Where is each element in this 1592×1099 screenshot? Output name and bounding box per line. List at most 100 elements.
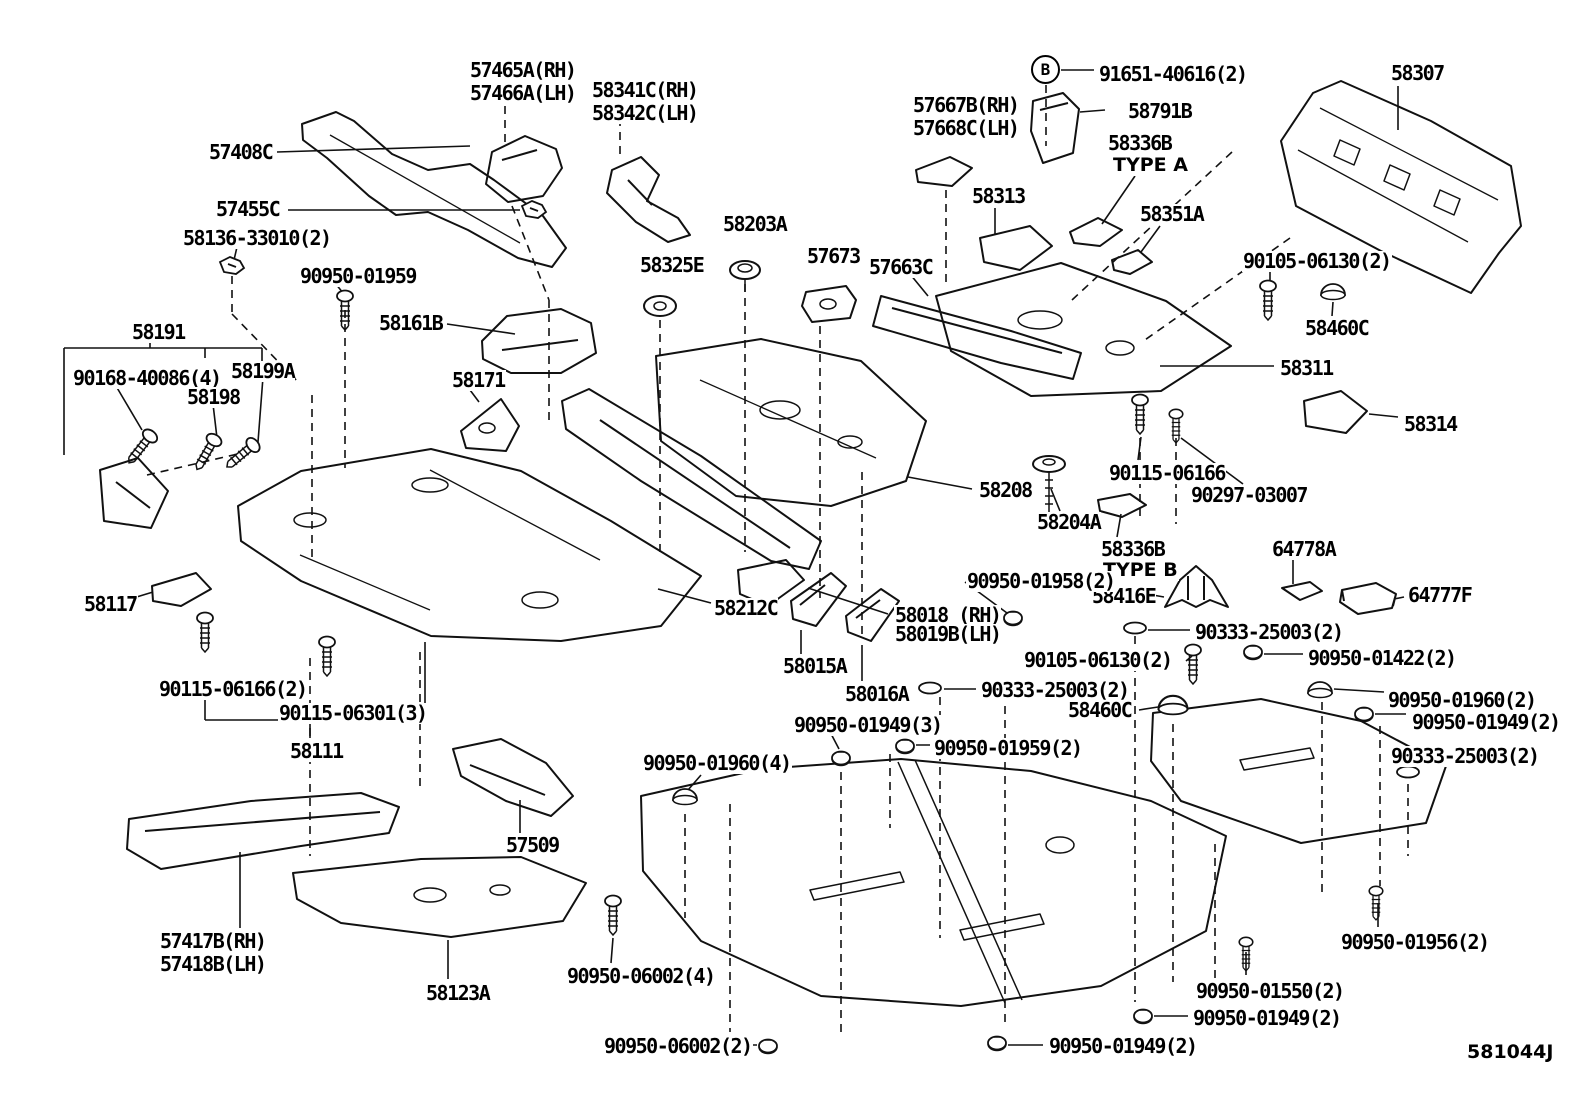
part-label-90950-01949-r: 90950-01949(2) xyxy=(1411,710,1561,734)
stud-icon xyxy=(1168,408,1184,444)
part-label-57509: 57509 xyxy=(505,833,560,857)
part-label-90168-40086: 90168-40086(4) xyxy=(72,366,222,390)
nut-icon xyxy=(987,1035,1007,1052)
part-label-64777f: 64777F xyxy=(1407,583,1473,607)
screw-icon xyxy=(604,894,622,936)
part-label-figure-code: 581044J xyxy=(1466,1041,1555,1063)
screw-icon xyxy=(196,611,214,653)
part-label-58199a: 58199A xyxy=(230,359,296,383)
part-label-90115-06166-2: 90115-06166(2) xyxy=(158,677,308,701)
part-label-90950-01959: 90950-01959 xyxy=(299,264,417,288)
part-label-58460c-bot: 58460C xyxy=(1067,698,1133,722)
part-label-90333-25003-left: 90333-25003(2) xyxy=(980,678,1130,702)
part-label-58460c-top: 58460C xyxy=(1304,316,1370,340)
part-label-58307: 58307 xyxy=(1390,61,1445,85)
bolt-icon xyxy=(220,434,264,474)
part-label-58314: 58314 xyxy=(1403,412,1458,436)
part-label-90950-01960-2: 90950-01960(2) xyxy=(1387,688,1537,712)
part-label-58191: 58191 xyxy=(131,320,186,344)
part-label-58313: 58313 xyxy=(971,184,1026,208)
part-label-57408c: 57408C xyxy=(208,140,274,164)
part-label-57417b: 57417B(RH) xyxy=(159,929,267,953)
part-label-type-a: TYPE A xyxy=(1112,154,1189,176)
part-label-58336b-a: 58336B xyxy=(1107,131,1173,155)
part-label-58208: 58208 xyxy=(978,478,1033,502)
part-label-57465a: 57465A(RH) xyxy=(469,58,577,82)
grommet-icon xyxy=(1320,283,1346,301)
washer-icon xyxy=(1396,765,1420,779)
part-label-90950-01959-2: 90950-01959(2) xyxy=(933,736,1083,760)
part-label-90950-06002-4: 90950-06002(4) xyxy=(566,964,716,988)
part-label-58791b: 58791B xyxy=(1127,99,1193,123)
part-label-90333-25003-top: 90333-25003(2) xyxy=(1194,620,1344,644)
part-label-57667b: 57667B(RH) xyxy=(912,93,1020,117)
nut-icon xyxy=(1243,644,1263,661)
bolt-icon xyxy=(1184,643,1202,685)
plug-icon xyxy=(1307,681,1333,699)
clip-icon xyxy=(521,200,547,219)
dashed-lines xyxy=(146,85,1409,1032)
part-label-90950-01949-mid: 90950-01949(2) xyxy=(1192,1006,1342,1030)
part-label-90950-06002-2: 90950-06002(2) xyxy=(603,1034,753,1058)
part-label-57455c: 57455C xyxy=(215,197,281,221)
part-label-91651-40616: 91651-40616(2) xyxy=(1098,62,1248,86)
bolt-icon xyxy=(189,430,225,475)
bolt-icon xyxy=(1259,279,1277,321)
part-label-90950-01958: 90950-01958(2) xyxy=(966,569,1116,593)
part-label-57466a: 57466A(LH) xyxy=(469,81,577,105)
part-label-58212c: 58212C xyxy=(713,596,779,620)
grommet-icon xyxy=(1157,694,1189,716)
part-label-57418b: 57418B(LH) xyxy=(159,952,267,976)
nut-icon xyxy=(1133,1008,1153,1025)
stud-icon xyxy=(1368,885,1384,921)
part-label-58325e: 58325E xyxy=(639,253,705,277)
part-label-58015a: 58015A xyxy=(782,654,848,678)
part-label-58351a: 58351A xyxy=(1139,202,1205,226)
screw-icon xyxy=(318,635,336,677)
part-label-58198: 58198 xyxy=(186,385,241,409)
part-label-90950-01956: 90950-01956(2) xyxy=(1340,930,1490,954)
part-label-58019b: 58019B(LH) xyxy=(894,622,1002,646)
leader-lines xyxy=(63,69,1412,1046)
part-label-58136-33010: 58136-33010(2) xyxy=(182,226,332,250)
nut-icon xyxy=(831,750,851,767)
part-label-90105-06130-bot: 90105-06130(2) xyxy=(1023,648,1173,672)
part-label-58123a: 58123A xyxy=(425,981,491,1005)
part-label-58018: 58018 (RH) xyxy=(894,603,1002,627)
part-label-64778a: 64778A xyxy=(1271,537,1337,561)
part-label-90105-06130-top: 90105-06130(2) xyxy=(1242,249,1392,273)
washer-icon xyxy=(1123,621,1147,635)
part-label-57663c: 57663C xyxy=(868,255,934,279)
part-label-90950-01422: 90950-01422(2) xyxy=(1307,646,1457,670)
part-label-90333-25003-br: 90333-25003(2) xyxy=(1390,744,1540,768)
callout-b-marker: B xyxy=(1031,55,1060,84)
part-label-90950-01550: 90950-01550(2) xyxy=(1195,979,1345,1003)
part-label-58311: 58311 xyxy=(1279,356,1334,380)
part-label-58203a: 58203A xyxy=(722,212,788,236)
part-label-90115-06301: 90115-06301(3) xyxy=(278,701,428,725)
part-label-57673: 57673 xyxy=(806,244,861,268)
plug-icon xyxy=(672,788,698,806)
part-label-58341c: 58341C(RH) xyxy=(591,78,699,102)
nut-icon xyxy=(758,1038,778,1055)
nut-icon xyxy=(1354,706,1374,723)
part-label-58117: 58117 xyxy=(83,592,138,616)
part-label-90297-03007: 90297-03007 xyxy=(1190,483,1308,507)
part-label-90950-01949-3: 90950-01949(3) xyxy=(793,713,943,737)
part-label-58336b-b: 58336B xyxy=(1100,537,1166,561)
part-shapes xyxy=(99,80,1522,1007)
part-label-type-b: TYPE B xyxy=(1102,559,1179,581)
washer-icon xyxy=(918,681,942,695)
bolt-icon xyxy=(1131,393,1149,435)
part-label-58111: 58111 xyxy=(289,739,344,763)
nut-icon xyxy=(1003,610,1023,627)
nut-icon xyxy=(895,738,915,755)
part-label-58161b: 58161B xyxy=(378,311,444,335)
part-label-58204a: 58204A xyxy=(1036,510,1102,534)
part-label-58342c: 58342C(LH) xyxy=(591,101,699,125)
part-label-58171: 58171 xyxy=(451,368,506,392)
part-label-58016a: 58016A xyxy=(844,682,910,706)
part-label-57668c: 57668C(LH) xyxy=(912,116,1020,140)
